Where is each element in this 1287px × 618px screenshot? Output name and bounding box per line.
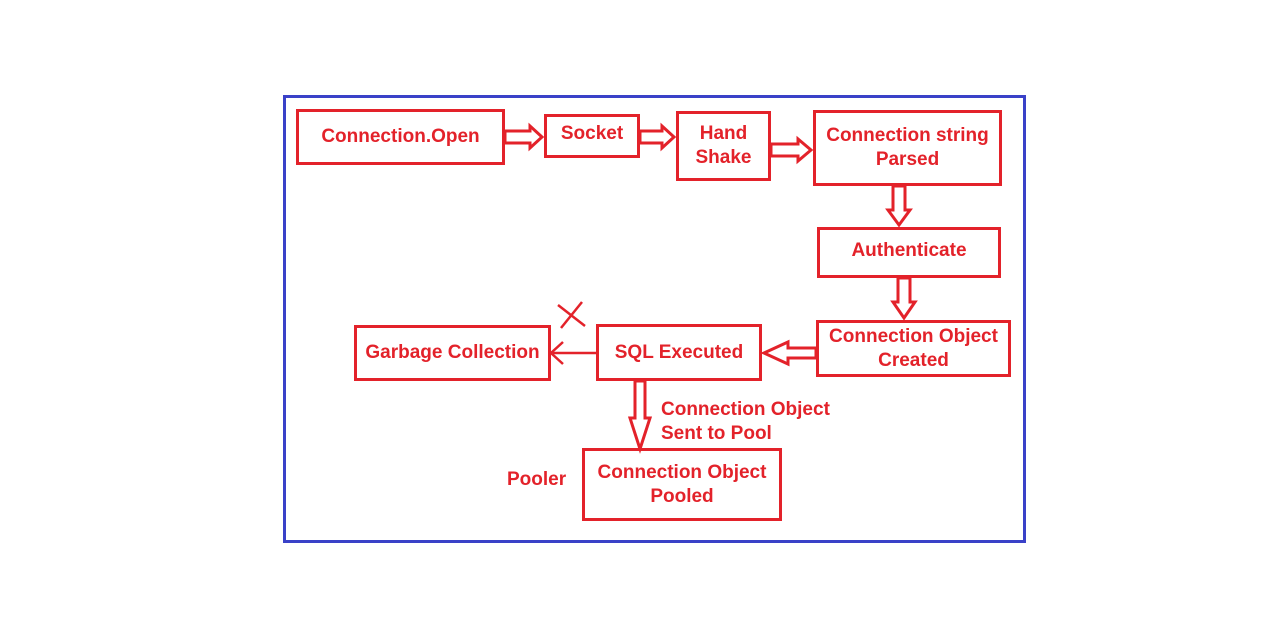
node-connection-object-created-line1: Connection Object	[829, 325, 998, 347]
node-socket[interactable]: Socket	[544, 114, 640, 158]
node-hand-shake-line2: Shake	[695, 147, 752, 168]
node-garbage-collection[interactable]: Garbage Collection	[354, 325, 551, 381]
node-connection-open-label: Connection.Open	[321, 126, 480, 147]
node-hand-shake-line1: Hand	[699, 123, 748, 144]
diagram-frame	[283, 95, 1026, 543]
node-connection-open[interactable]: Connection.Open	[296, 109, 505, 165]
node-sql-executed-label: SQL Executed	[614, 341, 744, 363]
node-hand-shake[interactable]: Hand Shake	[676, 111, 771, 181]
sent-to-pool-label: Connection Object Sent to Pool	[661, 398, 830, 446]
node-connection-object-pooled[interactable]: Connection Object Pooled	[582, 448, 782, 521]
node-connection-string-parsed-line2: Parsed	[875, 149, 940, 170]
sent-to-pool-label-line2: Sent to Pool	[661, 423, 772, 444]
node-connection-object-created[interactable]: Connection Object Created	[816, 320, 1011, 377]
node-connection-object-pooled-line1: Connection Object	[597, 461, 767, 483]
node-garbage-collection-label: Garbage Collection	[365, 342, 540, 363]
sent-to-pool-label-line1: Connection Object	[661, 399, 830, 420]
pooler-label: Pooler	[507, 469, 567, 490]
node-sql-executed[interactable]: SQL Executed	[596, 324, 762, 381]
node-connection-string-parsed-line1: Connection string	[826, 125, 989, 146]
node-connection-string-parsed[interactable]: Connection string Parsed	[813, 110, 1002, 186]
node-connection-object-pooled-line2: Pooled	[650, 485, 714, 507]
node-connection-object-created-line2: Created	[878, 349, 949, 371]
node-authenticate-label: Authenticate	[851, 239, 967, 261]
node-socket-label: Socket	[560, 123, 624, 144]
node-authenticate[interactable]: Authenticate	[817, 227, 1001, 278]
